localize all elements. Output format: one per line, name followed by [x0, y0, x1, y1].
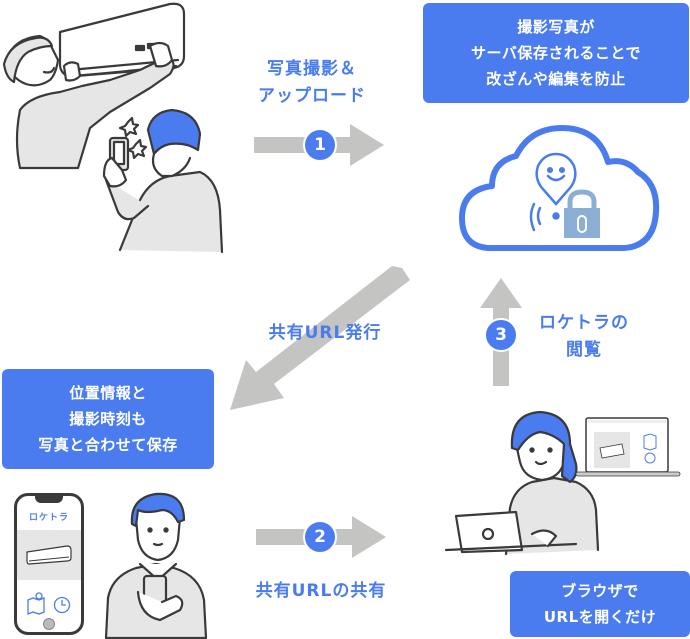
- photo-area: [17, 530, 81, 580]
- note-line: URLを開くだけ: [543, 608, 657, 626]
- note-line: 撮影写真が: [517, 18, 595, 36]
- cloud-icon: [459, 125, 660, 251]
- laptop-screen-mockup: [575, 417, 681, 477]
- step-1-label: 写真撮影＆ アップロード: [232, 56, 392, 110]
- note-line: 撮影時刻も: [69, 410, 147, 428]
- home-button: [43, 618, 55, 630]
- clock-icon: [53, 596, 71, 614]
- hair-icon: [130, 492, 186, 528]
- step-1-badge: 1: [303, 128, 337, 162]
- note-line: 改ざんや編集を防止: [486, 70, 626, 88]
- step-2-label: 共有URLの共有: [255, 581, 387, 601]
- step-1-label-line: 写真撮影＆: [267, 59, 357, 79]
- woman-using-laptop-illustration: [444, 410, 681, 556]
- step-2-badge: 2: [303, 520, 337, 554]
- step-3-badge: 3: [484, 318, 518, 352]
- clock-icon: [644, 452, 656, 464]
- note-line: 写真と合わせて保存: [38, 436, 178, 454]
- step-3-label-line: 閲覧: [566, 340, 602, 360]
- step-1-label-line: アップロード: [258, 86, 366, 106]
- laptop-icon: [454, 510, 524, 554]
- location-time-note: 位置情報と 撮影時刻も 写真と合わせて保存: [2, 369, 214, 469]
- location-pin-icon: [529, 152, 577, 232]
- app-logo: ロケトラ: [28, 513, 69, 523]
- air-conditioner-icon: [26, 545, 72, 565]
- worker-installing-ac-illustration: [2, 2, 224, 254]
- man-holding-phone-illustration: [104, 492, 208, 639]
- note-line: ブラウザで: [561, 582, 639, 600]
- map-icon: [643, 433, 657, 451]
- note-line: 位置情報と: [69, 384, 147, 402]
- issue-url-arrow: [230, 266, 410, 410]
- hair-icon: [146, 108, 202, 156]
- sparkle-icon: [118, 116, 140, 138]
- step-3-label-line: ロケトラの: [539, 313, 629, 333]
- map-icon: [27, 592, 45, 615]
- smartphone-app-mockup: ロケトラ: [14, 493, 84, 635]
- server-storage-note: 撮影写真が サーバ保存されることで 改ざんや編集を防止: [423, 3, 689, 103]
- step-3-label: ロケトラの 閲覧: [524, 310, 644, 364]
- browser-open-note: ブラウザで URLを開くだけ: [510, 571, 690, 637]
- phone-notch: [35, 496, 63, 503]
- issue-url-label: 共有URL発行: [268, 323, 382, 343]
- lock-icon: [564, 189, 600, 238]
- note-line: サーバ保存されることで: [471, 44, 641, 62]
- sparkle-icon: [126, 138, 148, 160]
- hair-icon: [510, 410, 578, 484]
- air-conditioner-icon: [599, 443, 625, 459]
